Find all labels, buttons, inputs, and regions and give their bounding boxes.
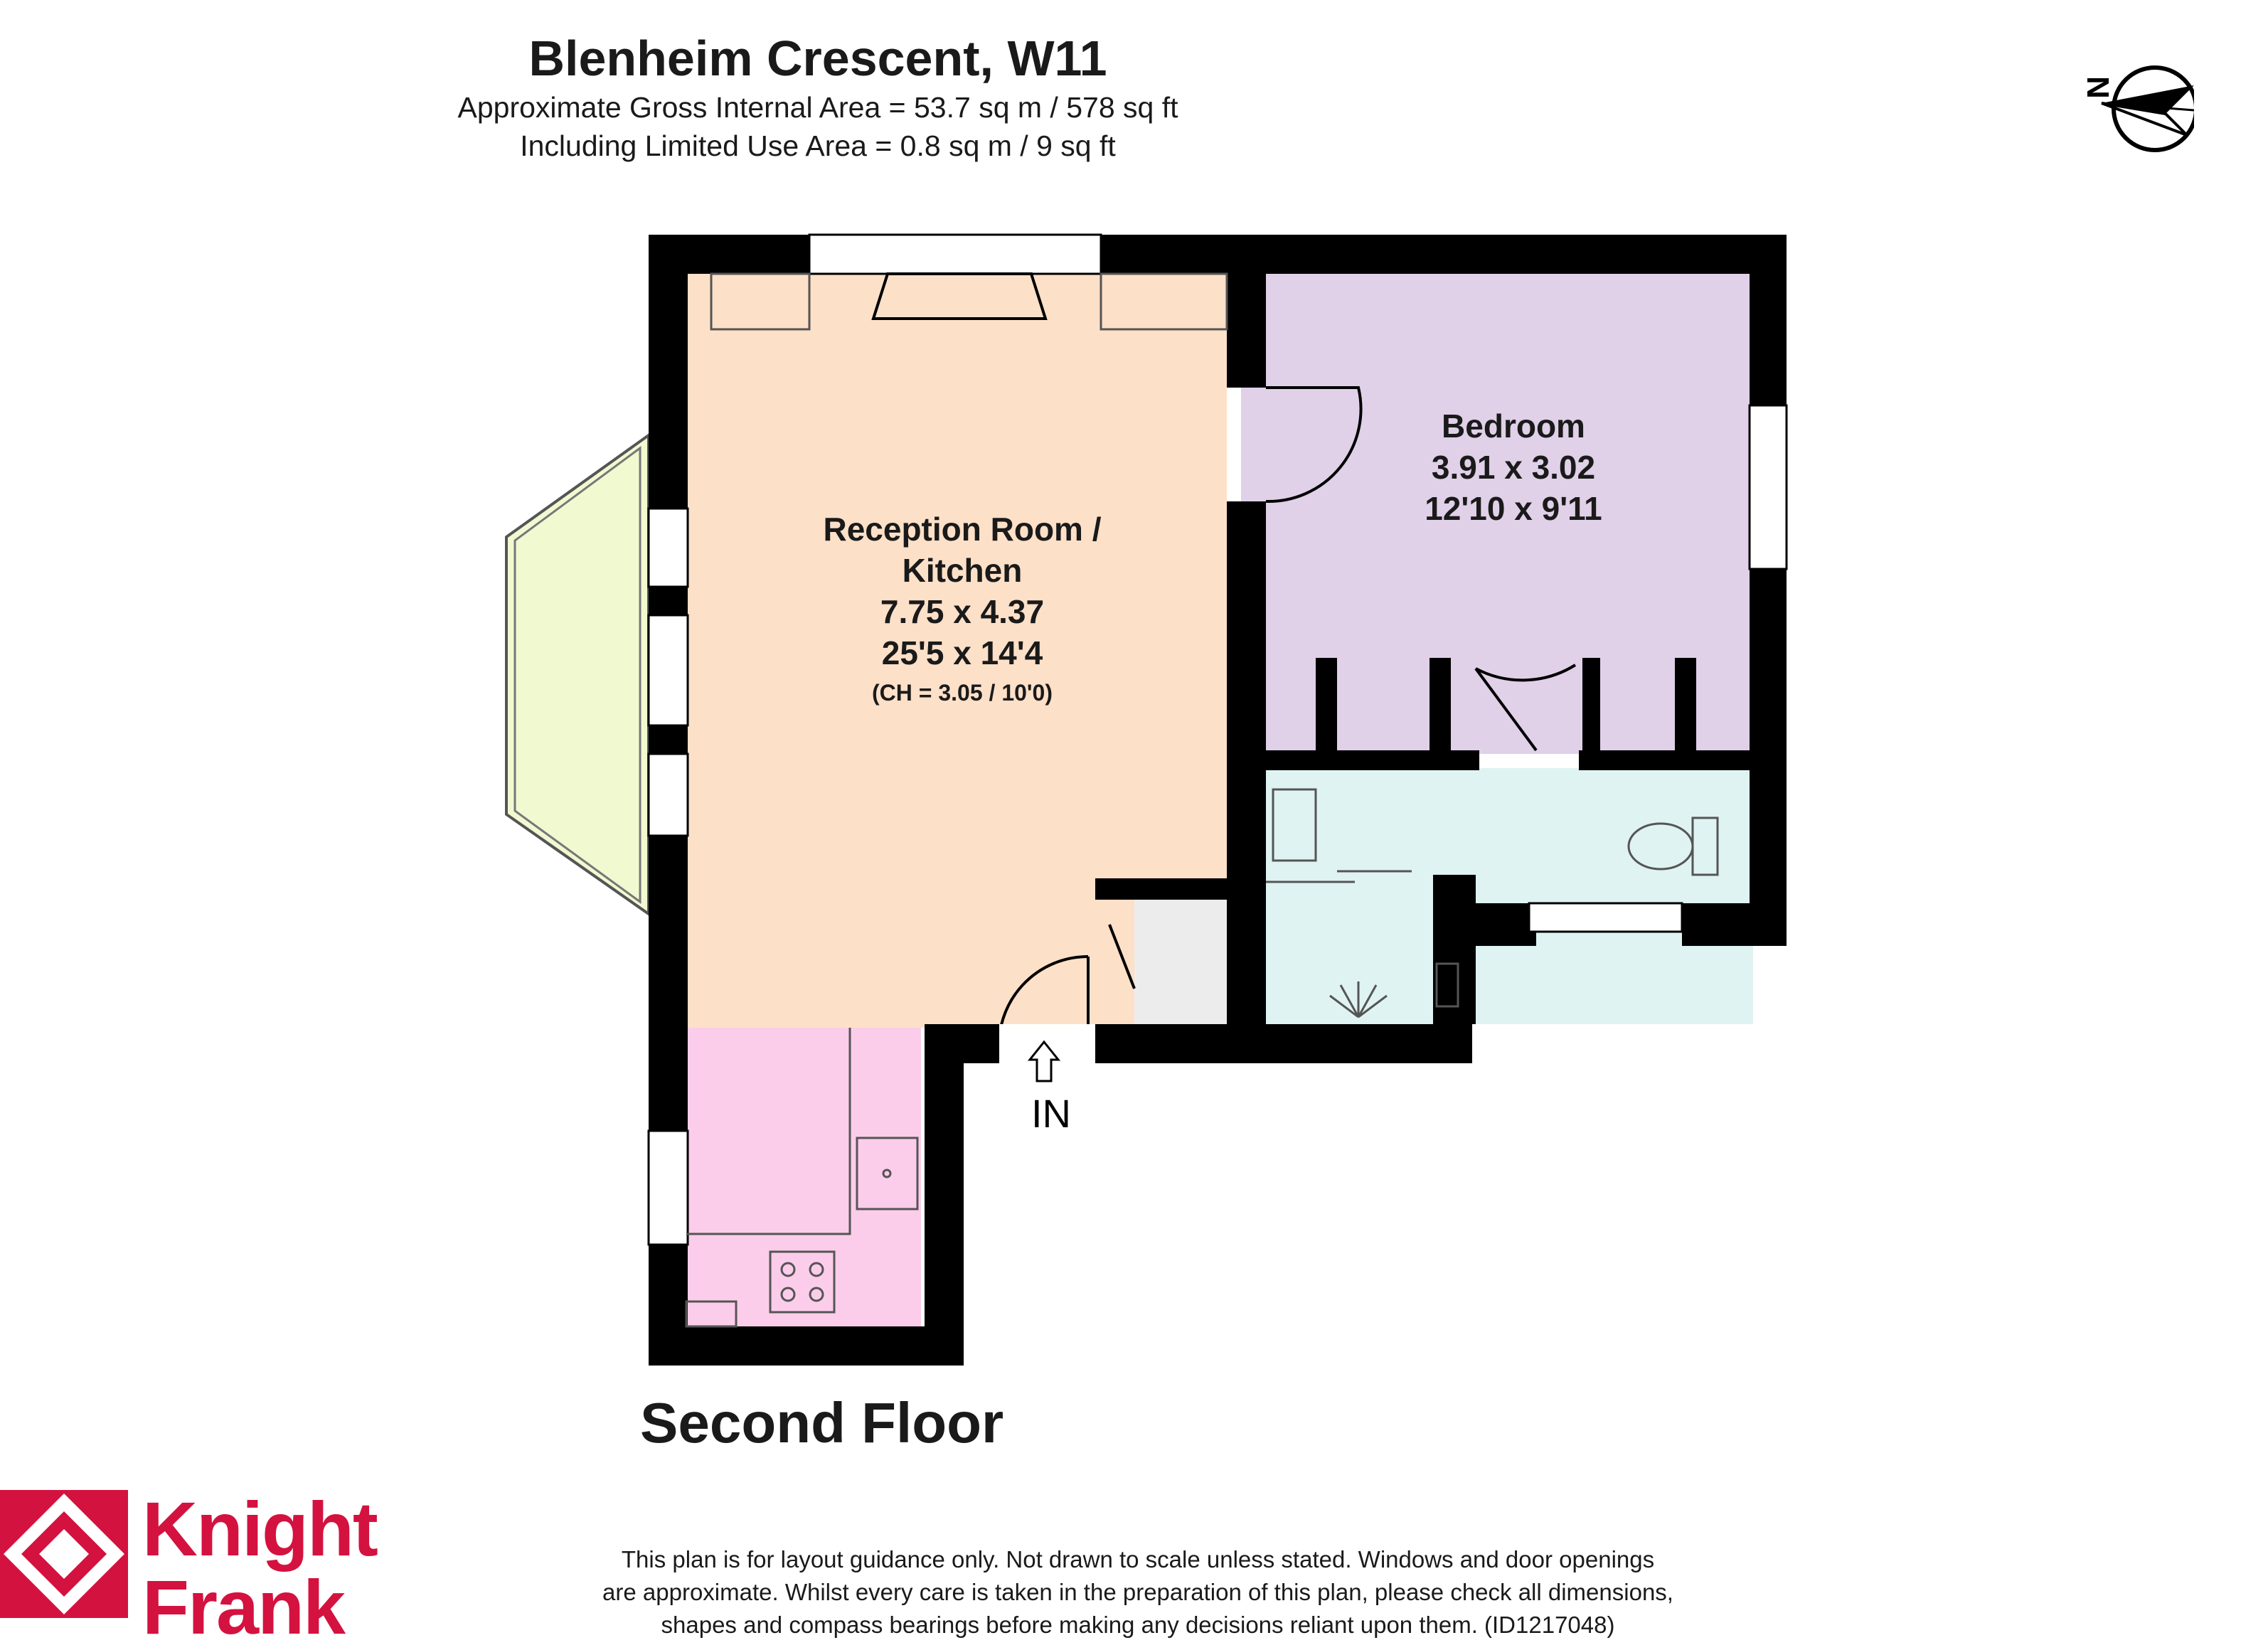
brand-line-2: Frank xyxy=(142,1564,346,1650)
disclaimer-line-1: This plan is for layout guidance only. N… xyxy=(621,1546,1655,1572)
gross-area-text: Approximate Gross Internal Area = 53.7 s… xyxy=(457,91,1178,124)
floor-label: Second Floor xyxy=(640,1391,1004,1454)
bedroom-imperial: 12'10 x 9'11 xyxy=(1425,490,1602,527)
kitchen-fittings xyxy=(685,1028,919,1328)
reception-room-metric: 7.75 x 4.37 xyxy=(880,593,1044,630)
reception-room-imperial: 25'5 x 14'4 xyxy=(882,634,1043,671)
bathroom-fill xyxy=(1266,768,1753,1024)
header: Blenheim Crescent, W11 Approximate Gross… xyxy=(0,28,1636,165)
disclaimer-line-2: are approximate. Whilst every care is ta… xyxy=(602,1579,1673,1605)
limited-area-text: Including Limited Use Area = 0.8 sq m / … xyxy=(520,129,1116,162)
windows xyxy=(647,233,1788,1246)
bedroom-name: Bedroom xyxy=(1442,408,1585,445)
brand-line-1: Knight xyxy=(142,1486,378,1572)
reception-room-name-line2: Kitchen xyxy=(903,552,1023,589)
reception-ceiling-height: (CH = 3.05 / 10'0) xyxy=(872,680,1053,706)
disclaimer: This plan is for layout guidance only. N… xyxy=(526,1543,1750,1641)
bedroom-metric: 3.91 x 3.02 xyxy=(1432,449,1595,486)
knight-frank-logo-icon xyxy=(0,1490,128,1618)
entrance-arrow-icon xyxy=(1027,1040,1061,1082)
walls xyxy=(649,235,1787,1366)
compass-north-letter: N xyxy=(2087,76,2115,99)
shower-head-icon xyxy=(1329,981,1388,1018)
plan-title: Blenheim Crescent, W11 xyxy=(528,31,1107,86)
brand-wordmark: Knight Frank xyxy=(142,1486,378,1650)
compass-icon: N xyxy=(2087,65,2194,152)
entrance-label: IN xyxy=(1031,1091,1071,1136)
reception-room-name-line1: Reception Room / xyxy=(823,511,1101,548)
store-fill xyxy=(1134,900,1234,1028)
disclaimer-line-3: shapes and compass bearings before makin… xyxy=(661,1612,1615,1638)
bathroom-fittings xyxy=(1266,788,1719,1008)
balcony-area xyxy=(505,432,650,917)
kitchen-fill xyxy=(686,1028,921,1326)
